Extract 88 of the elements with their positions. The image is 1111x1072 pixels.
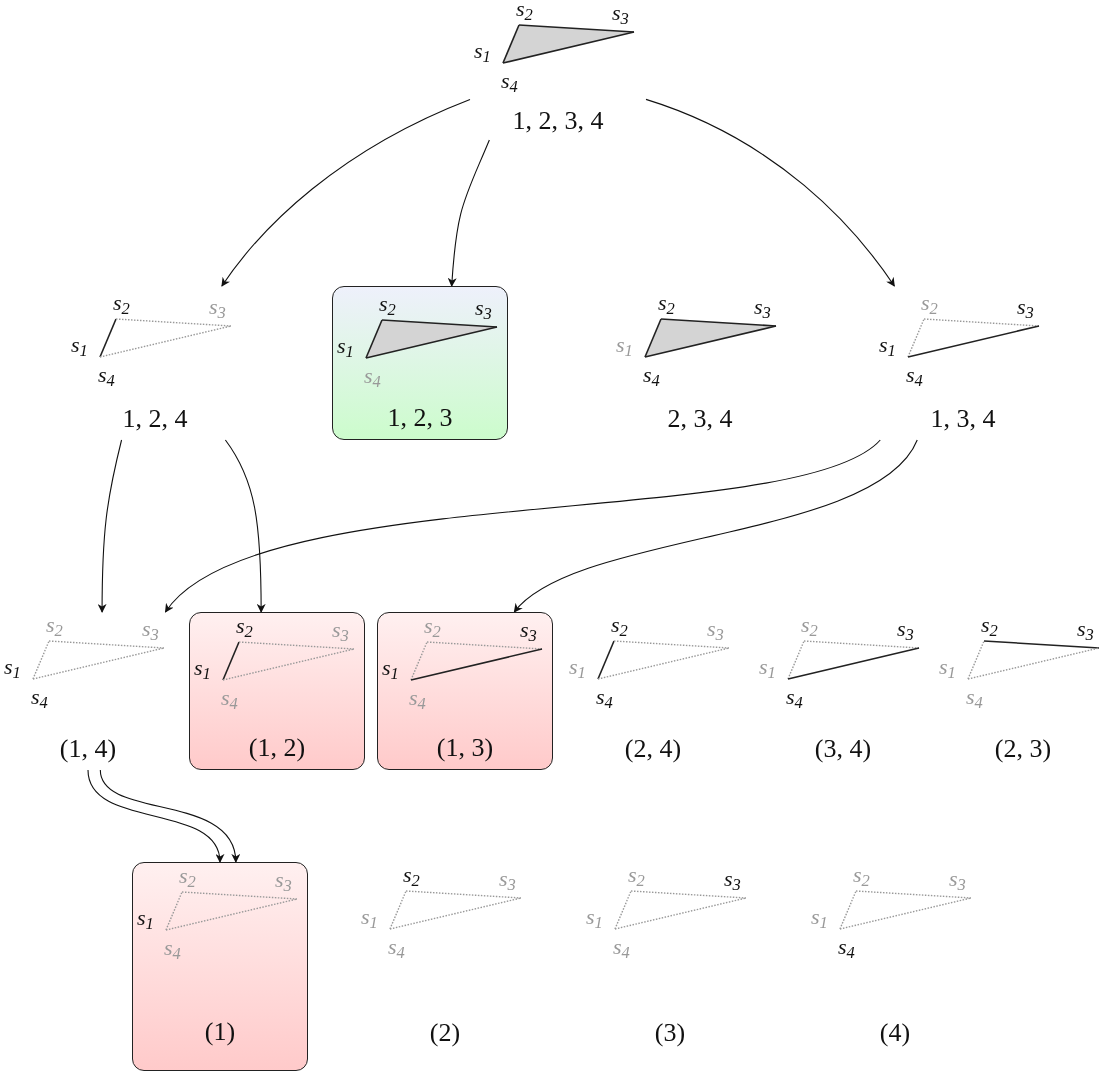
node-caption: (1, 3) <box>436 735 494 761</box>
vertex-label: s$_{1}$ <box>137 907 154 929</box>
vertex-label: s$_{4}$ <box>501 70 518 92</box>
vertex-label: s$_{1}$ <box>569 656 586 678</box>
vertex-label: s$_{1}$ <box>939 656 956 678</box>
vertex-label: s$_{1}$ <box>811 906 828 928</box>
vertex-label: s$_{2}$ <box>236 615 253 637</box>
highlight-box <box>132 862 308 1071</box>
arrow <box>99 769 239 863</box>
vertex-label: s$_{3}$ <box>520 619 537 641</box>
highlight-box <box>377 612 553 770</box>
vertex-label: s$_{4}$ <box>906 364 923 386</box>
arrow <box>513 439 918 613</box>
node-caption: (1) <box>204 1019 236 1045</box>
node-caption: (4) <box>879 1020 911 1046</box>
arrow <box>224 439 266 613</box>
vertex-label: s$_{1}$ <box>616 334 633 356</box>
vertex-label: s$_{2}$ <box>658 292 675 314</box>
vertex-label: s$_{3}$ <box>275 869 292 891</box>
vertex-label: s$_{3}$ <box>209 296 226 318</box>
vertex-label: s$_{4}$ <box>643 364 660 386</box>
vertex-label: s$_{2}$ <box>628 864 645 886</box>
vertex-label: s$_{4}$ <box>31 686 48 708</box>
vertex-label: s$_{3}$ <box>1017 296 1034 318</box>
vertex-label: s$_{3}$ <box>707 618 724 640</box>
vertex-label: s$_{4}$ <box>364 365 381 387</box>
node-caption: 1, 2, 3, 4 <box>512 108 604 134</box>
arrow <box>97 439 123 613</box>
vertex-label: s$_{1}$ <box>71 334 88 356</box>
vertex-label: s$_{2}$ <box>46 614 63 636</box>
vertex-label: s$_{4}$ <box>98 364 115 386</box>
node-caption: (2) <box>429 1020 461 1046</box>
vertex-label: s$_{1}$ <box>879 334 896 356</box>
vertex-label: s$_{2}$ <box>853 864 870 886</box>
vertex-label: s$_{4}$ <box>613 936 630 958</box>
vertex-label: s$_{2}$ <box>516 0 533 20</box>
vertex-label: s$_{2}$ <box>981 614 998 636</box>
vertex-label: s$_{3}$ <box>949 868 966 890</box>
node-caption: (2, 4) <box>624 736 682 762</box>
vertex-label: s$_{1}$ <box>194 657 211 679</box>
vertex-label: s$_{4}$ <box>221 687 238 709</box>
vertex-label: s$_{4}$ <box>164 937 181 959</box>
vertex-label: s$_{3}$ <box>897 618 914 640</box>
vertex-label: s$_{2}$ <box>801 614 818 636</box>
vertex-label: s$_{1}$ <box>759 656 776 678</box>
node-caption: (3) <box>654 1020 686 1046</box>
vertex-label: s$_{1}$ <box>474 40 491 62</box>
arrow <box>221 98 471 287</box>
vertex-label: s$_{3}$ <box>142 618 159 640</box>
vertex-label: s$_{1}$ <box>382 657 399 679</box>
arrow <box>87 769 223 863</box>
arrow <box>447 139 490 287</box>
vertex-label: s$_{2}$ <box>179 865 196 887</box>
vertex-label: s$_{4}$ <box>786 686 803 708</box>
node-caption: (3, 4) <box>814 736 872 762</box>
vertex-label: s$_{4}$ <box>966 686 983 708</box>
node-caption: (2, 3) <box>994 736 1052 762</box>
highlight-box <box>189 612 365 770</box>
node-caption: (1, 2) <box>248 735 306 761</box>
vertex-label: s$_{3}$ <box>499 868 516 890</box>
vertex-label: s$_{1}$ <box>361 906 378 928</box>
vertex-label: s$_{2}$ <box>403 864 420 886</box>
node-caption: 1, 3, 4 <box>930 406 996 432</box>
node-caption: (1, 4) <box>59 736 117 762</box>
vertex-label: s$_{2}$ <box>921 292 938 314</box>
vertex-label: s$_{4}$ <box>409 687 426 709</box>
vertex-label: s$_{3}$ <box>754 296 771 318</box>
vertex-label: s$_{2}$ <box>611 614 628 636</box>
vertex-label: s$_{4}$ <box>838 936 855 958</box>
vertex-label: s$_{1}$ <box>337 335 354 357</box>
vertex-label: s$_{3}$ <box>724 868 741 890</box>
arrow <box>645 98 895 287</box>
vertex-label: s$_{3}$ <box>1077 618 1094 640</box>
highlight-box <box>332 286 508 440</box>
vertex-label: s$_{4}$ <box>388 936 405 958</box>
vertex-label: s$_{2}$ <box>424 615 441 637</box>
node-caption: 1, 2, 4 <box>122 406 188 432</box>
vertex-label: s$_{2}$ <box>379 293 396 315</box>
vertex-label: s$_{3}$ <box>475 297 492 319</box>
vertex-label: s$_{2}$ <box>113 292 130 314</box>
arrow <box>164 439 881 613</box>
node-caption: 1, 2, 3 <box>387 405 453 431</box>
vertex-label: s$_{4}$ <box>596 686 613 708</box>
vertex-label: s$_{3}$ <box>612 2 629 24</box>
vertex-label: s$_{3}$ <box>332 619 349 641</box>
node-caption: 2, 3, 4 <box>667 406 733 432</box>
vertex-label: s$_{1}$ <box>586 906 603 928</box>
vertex-label: s$_{1}$ <box>4 656 21 678</box>
